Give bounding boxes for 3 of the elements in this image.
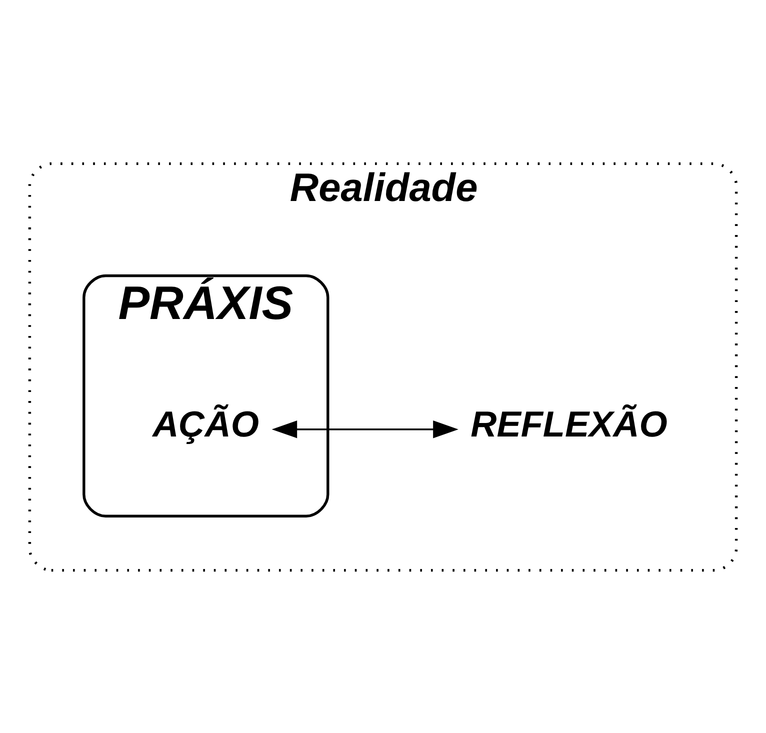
- node-text: AÇÃO: [152, 403, 259, 444]
- arrow: [272, 420, 458, 438]
- node-text: REFLEXÃO: [470, 403, 668, 444]
